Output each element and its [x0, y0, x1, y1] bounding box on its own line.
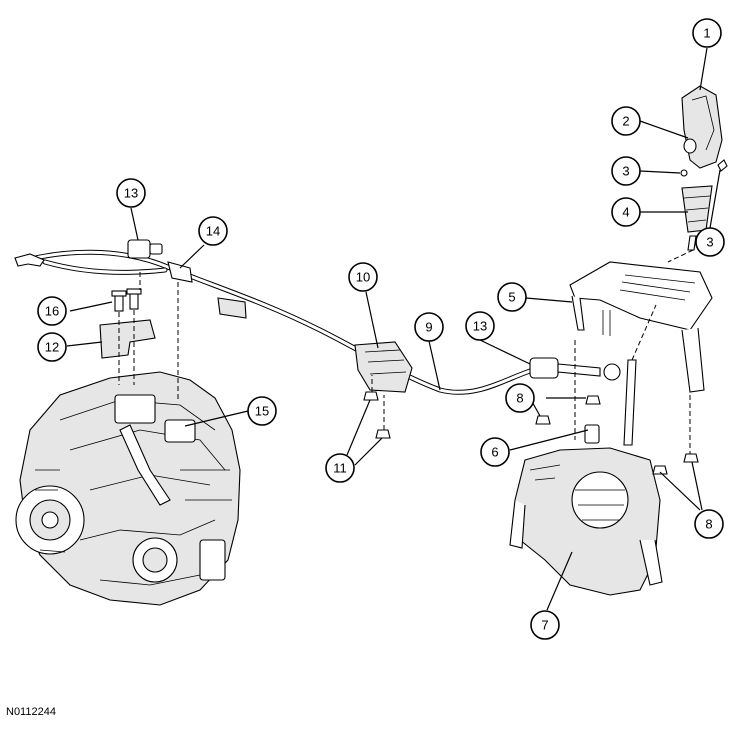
callout-4: 4	[611, 197, 641, 227]
shifter-assembly	[509, 85, 728, 596]
callout-3-upper: 3	[611, 156, 641, 186]
callout-6-label: 6	[491, 445, 498, 460]
callout-10-label: 10	[356, 270, 370, 285]
bracket-and-bolts	[99, 272, 179, 400]
callout-2-label: 2	[622, 114, 629, 129]
callout-6: 6	[480, 437, 510, 467]
callout-13-lower-label: 13	[473, 319, 487, 334]
nuts-11	[363, 375, 391, 439]
callout-4-label: 4	[622, 205, 629, 220]
callout-15: 15	[247, 396, 277, 426]
callout-9-label: 9	[425, 320, 432, 335]
callout-8-left-label: 8	[516, 391, 523, 406]
callout-13-upper: 13	[116, 178, 146, 208]
callout-13-lower: 13	[465, 311, 495, 341]
transaxle-illustration	[15, 371, 241, 606]
callout-12: 12	[37, 332, 67, 362]
figure-id: N0112244	[6, 706, 56, 718]
callout-16-label: 16	[45, 304, 59, 319]
callout-11-label: 11	[333, 461, 347, 476]
callout-5-label: 5	[508, 290, 515, 305]
leader-lines	[66, 47, 721, 611]
callout-1-label: 1	[703, 26, 710, 41]
callout-7-label: 7	[541, 618, 548, 633]
callout-15-label: 15	[255, 404, 269, 419]
callout-1: 1	[692, 18, 722, 48]
callout-10: 10	[348, 262, 378, 292]
callout-2: 2	[611, 106, 641, 136]
callout-8-left: 8	[505, 383, 535, 413]
callout-14: 14	[198, 216, 228, 246]
callout-9: 9	[414, 312, 444, 342]
callout-8-right: 8	[694, 509, 724, 539]
callout-7: 7	[530, 610, 560, 640]
callout-5: 5	[497, 282, 527, 312]
callout-3-right: 3	[695, 227, 725, 257]
callout-3-upper-label: 3	[622, 164, 629, 179]
callout-16: 16	[37, 296, 67, 326]
callout-3-right-label: 3	[706, 235, 713, 250]
callout-13-upper-label: 13	[124, 186, 138, 201]
callout-14-label: 14	[206, 224, 220, 239]
callout-11: 11	[325, 453, 355, 483]
callout-8-right-label: 8	[705, 517, 712, 532]
shift-cable	[14, 239, 621, 395]
callout-12-label: 12	[45, 340, 59, 355]
